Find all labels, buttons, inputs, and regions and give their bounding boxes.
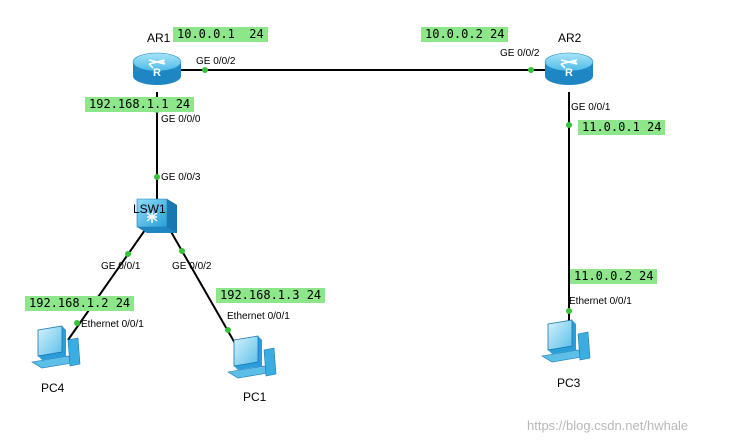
- device-label-pc1: PC1: [243, 390, 267, 404]
- pc-icon[interactable]: [227, 335, 277, 379]
- svg-text:R: R: [153, 67, 161, 79]
- pc-icon[interactable]: [31, 325, 81, 369]
- port-dot-lsw1-ge003: [154, 174, 160, 180]
- port-label-lsw1-ge002: GE 0/0/2: [172, 261, 212, 272]
- device-label-ar2: AR2: [558, 31, 582, 45]
- port-dot-lsw1-ge002: [179, 248, 185, 254]
- port-label-pc3-eth: Ethernet 0/0/1: [569, 296, 632, 307]
- port-dot-pc3-eth: [566, 308, 572, 314]
- port-label-lsw1-ge003: GE 0/0/3: [161, 172, 201, 183]
- port-label-ar1-ge000: GE 0/0/0: [161, 114, 201, 125]
- router-icon[interactable]: R: [544, 52, 594, 85]
- port-label-ar2-ge001: GE 0/0/1: [571, 102, 611, 113]
- port-dots: [74, 67, 572, 333]
- device-label-lsw1: LSW1: [133, 202, 166, 216]
- ip-label-ar1-ge000: 192.168.1.1 24: [85, 97, 195, 112]
- pc-icon[interactable]: [541, 319, 591, 363]
- port-dot-ar2-ge002: [528, 67, 534, 73]
- port-dot-ar2-ge001: [566, 122, 572, 128]
- ip-label-pc3: 11.0.0.2 24: [570, 269, 658, 284]
- ip-label-pc1: 192.168.1.3 24: [216, 288, 326, 303]
- port-dot-pc1-eth: [225, 327, 231, 333]
- port-label-lsw1-ge001: GE 0/0/1: [101, 261, 141, 272]
- port-label-ar1-ge002: GE 0/0/2: [196, 56, 236, 67]
- port-label-pc1-eth: Ethernet 0/0/1: [227, 311, 290, 322]
- port-dot-ar1-ge002: [202, 67, 208, 73]
- link-lsw1-pc4[interactable]: [67, 229, 146, 341]
- port-dot-lsw1-ge001: [125, 251, 131, 257]
- device-label-pc3: PC3: [557, 376, 581, 390]
- watermark: https://blog.csdn.net/hwhale: [527, 418, 689, 433]
- router-icon[interactable]: R: [132, 52, 182, 85]
- ip-label-ar2-ge001: 11.0.0.1 24: [578, 120, 666, 135]
- device-label-ar1: AR1: [147, 31, 171, 45]
- ip-label-ar2-ge002: 10.0.0.2 24: [421, 27, 509, 42]
- port-label-pc4-eth: Ethernet 0/0/1: [81, 319, 144, 330]
- svg-text:R: R: [565, 67, 573, 79]
- switch-icon[interactable]: [136, 198, 177, 233]
- ip-label-ar1-ge002: 10.0.0.1 24: [173, 27, 268, 42]
- port-dot-pc4-eth: [74, 320, 80, 326]
- ip-label-pc4: 192.168.1.2 24: [25, 296, 135, 311]
- port-label-ar2-ge002: GE 0/0/2: [500, 48, 540, 59]
- device-label-pc4: PC4: [41, 381, 65, 395]
